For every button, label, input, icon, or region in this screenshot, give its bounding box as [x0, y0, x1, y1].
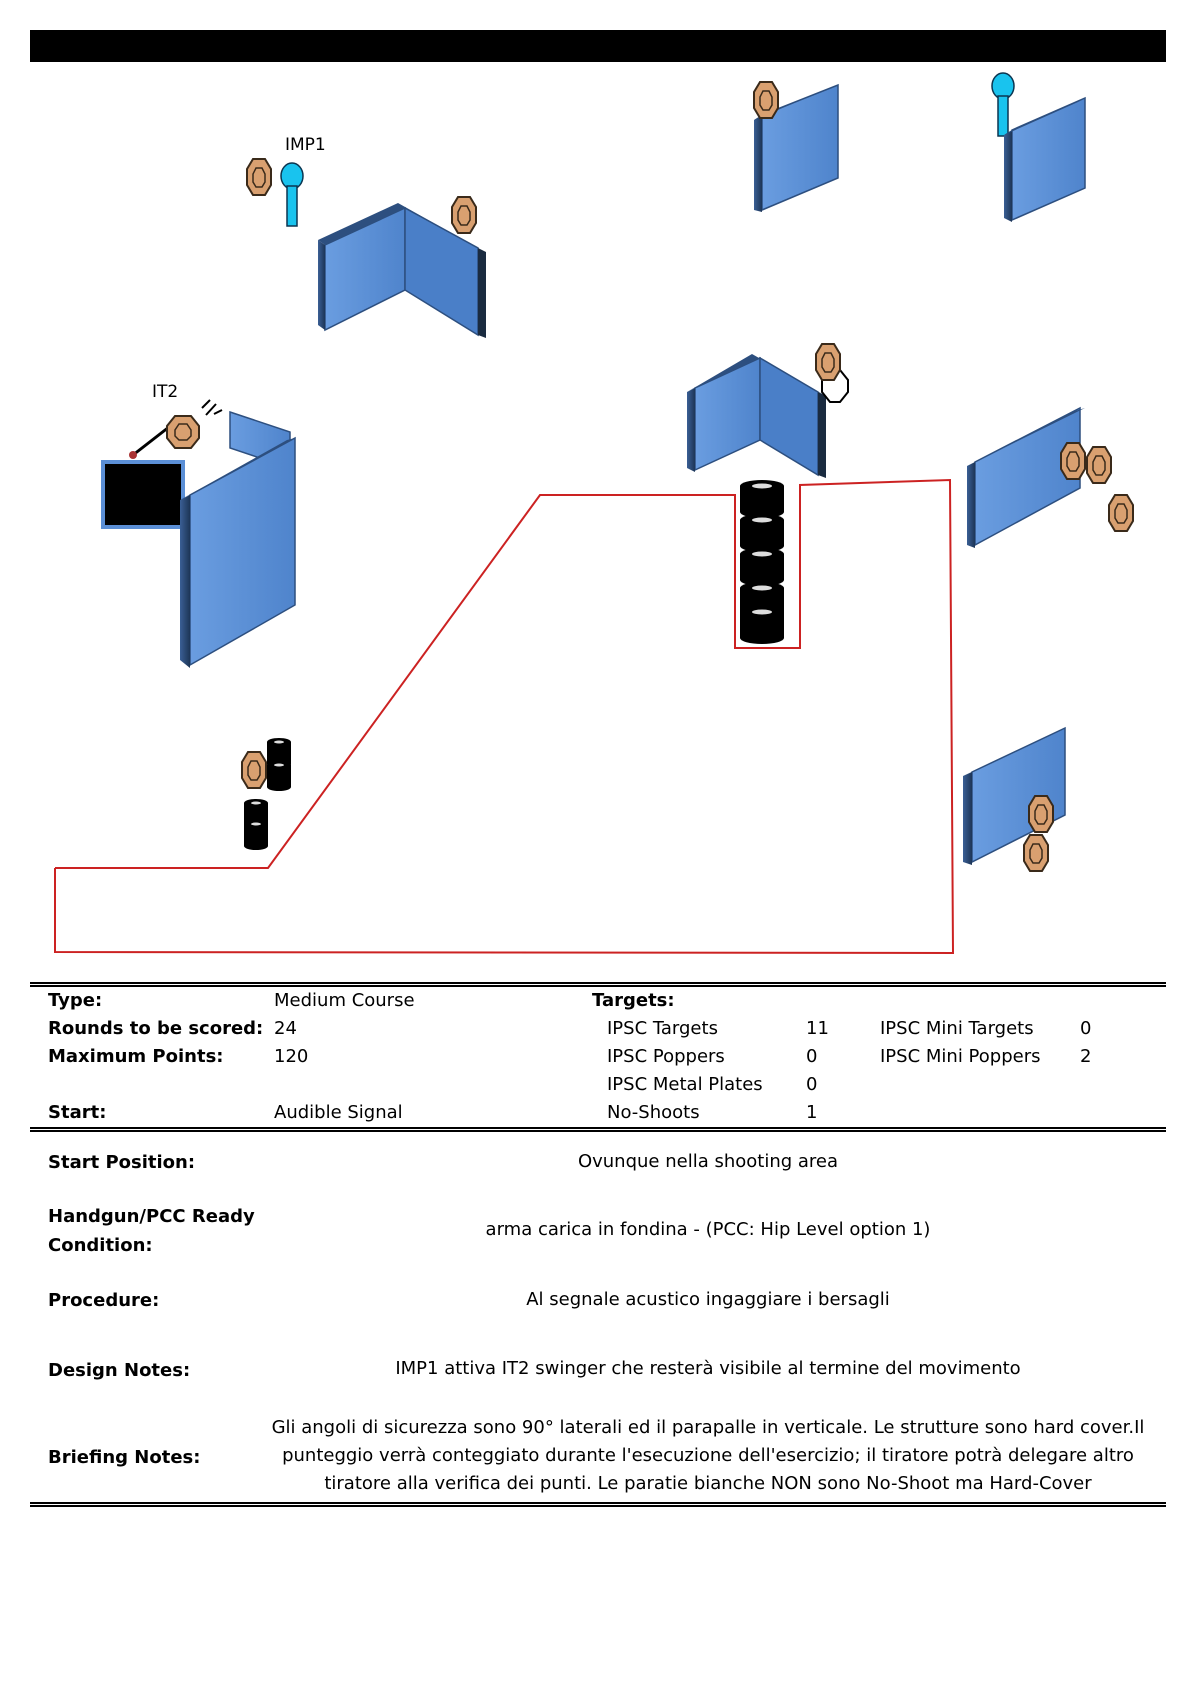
target-icon	[241, 751, 267, 789]
design-notes-value: IMP1 attiva IT2 swinger che resterà visi…	[395, 1358, 1021, 1379]
type-value: Medium Course	[274, 990, 415, 1011]
barrel-icon	[267, 761, 291, 791]
mini-target-name: IPSC Mini Targets	[880, 1018, 1034, 1039]
briefing-notes-line: Gli angoli di sicurezza sono 90° lateral…	[271, 1417, 1145, 1438]
rounds-value: 24	[274, 1018, 297, 1039]
wall-right-1	[967, 406, 1085, 548]
procedure-value: Al segnale acustico ingaggiare i bersagl…	[526, 1289, 890, 1310]
target-name: IPSC Poppers	[607, 1046, 725, 1067]
fault-line	[54, 478, 955, 955]
briefing-notes-line: punteggio verrà conteggiato durante l'es…	[282, 1445, 1134, 1466]
target-icon	[815, 343, 841, 381]
imp1-popper-icon	[280, 162, 304, 227]
target-icon	[246, 158, 272, 196]
points-value: 120	[274, 1046, 309, 1067]
target-name: No-Shoots	[607, 1102, 700, 1123]
targets-label: Targets:	[592, 990, 675, 1011]
start-value: Audible Signal	[274, 1102, 403, 1123]
ready-condition-label-2: Condition:	[48, 1235, 153, 1256]
mini-target-count: 0	[1080, 1018, 1092, 1039]
start-position-label: Start Position:	[48, 1152, 196, 1173]
target-count: 1	[806, 1102, 818, 1123]
wall-right-2	[963, 726, 1066, 865]
imp1-label: IMP1	[285, 135, 326, 155]
it2-target-icon	[166, 415, 200, 449]
start-position-value: Ovunque nella shooting area	[577, 1151, 839, 1172]
target-name: IPSC Targets	[607, 1018, 718, 1039]
target-count: 0	[806, 1074, 818, 1095]
briefing-notes-label: Briefing Notes:	[48, 1447, 201, 1468]
ready-condition-label-1: Handgun/PCC Ready	[48, 1206, 255, 1227]
barrel-stack-middle	[740, 480, 784, 644]
divider	[30, 1502, 1166, 1507]
briefing-notes-line: tiratore alla verifica dei punti. Le par…	[324, 1473, 1092, 1494]
procedure-label: Procedure:	[48, 1290, 160, 1311]
wall-top-middle	[754, 83, 839, 212]
mini-target-count: 2	[1080, 1046, 1092, 1067]
target-name: IPSC Metal Plates	[607, 1074, 763, 1095]
stage-diagram: IMP1	[54, 72, 1134, 955]
target-count: 0	[806, 1046, 818, 1067]
corner-wall-2	[687, 354, 826, 478]
target-icon	[753, 81, 779, 119]
black-box	[101, 460, 185, 529]
target-icon	[451, 196, 477, 234]
tall-wall	[180, 410, 296, 668]
target-count: 11	[806, 1018, 829, 1039]
design-notes-label: Design Notes:	[48, 1360, 191, 1381]
target-icon	[1086, 446, 1112, 484]
rounds-label: Rounds to be scored:	[48, 1018, 264, 1039]
ready-condition-value: arma carica in fondina - (PCC: Hip Level…	[485, 1219, 931, 1240]
mini-target-name: IPSC Mini Poppers	[880, 1046, 1041, 1067]
type-label: Type:	[48, 990, 103, 1011]
it2-label: IT2	[152, 382, 178, 402]
motion-icon	[201, 399, 223, 416]
target-icon	[1023, 834, 1049, 872]
popper-icon	[991, 72, 1015, 137]
points-label: Maximum Points:	[48, 1046, 224, 1067]
start-label: Start:	[48, 1102, 107, 1123]
swinger-pivot	[129, 451, 137, 459]
target-icon	[1028, 795, 1054, 833]
target-icon	[1108, 494, 1134, 532]
target-icon	[1060, 442, 1086, 480]
wall-top-right	[1004, 96, 1086, 222]
barrel-icon	[244, 820, 268, 850]
header-bar	[30, 30, 1166, 62]
corner-wall-1	[318, 203, 486, 338]
divider	[30, 1127, 1166, 1132]
divider	[30, 982, 1166, 987]
